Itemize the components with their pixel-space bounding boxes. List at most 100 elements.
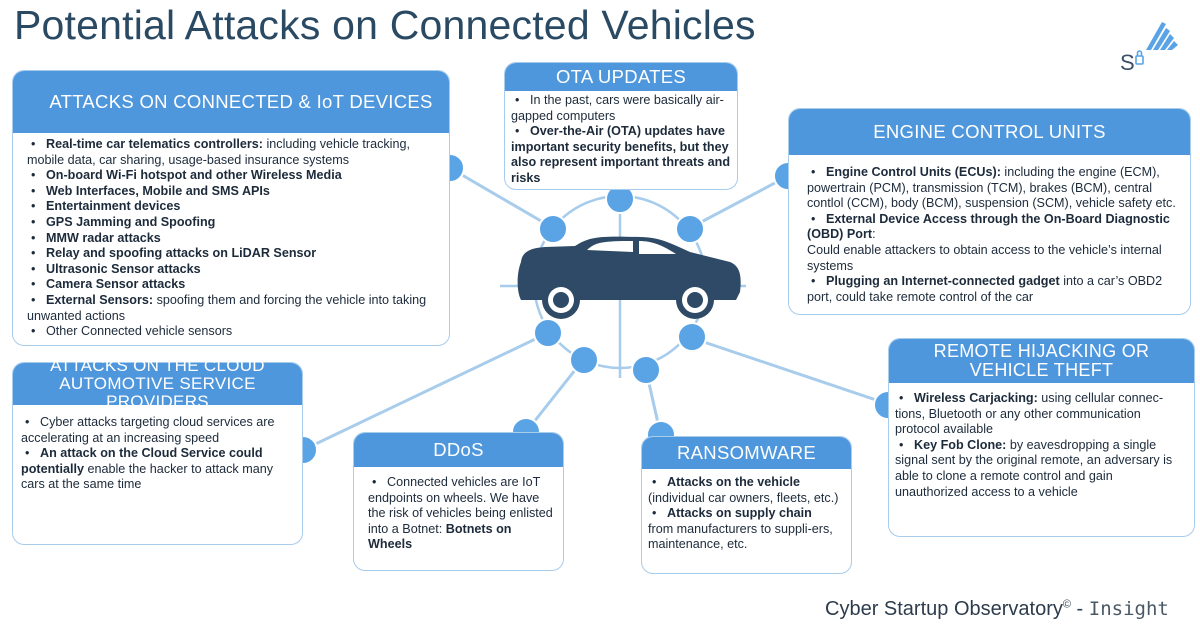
box-heading: RANSOMWARE — [642, 437, 851, 469]
bullet-item: (individual car owners, fleets, etc.) — [648, 491, 845, 507]
bullet-text: In the past, cars were basically air-gap… — [511, 93, 724, 123]
bullet-text: : — [872, 227, 876, 242]
footer-mark: © — [1062, 598, 1071, 611]
logo-text: S — [1120, 50, 1135, 74]
bullet-bold-text: Relay and spoofing attacks on LiDAR Sens… — [46, 246, 317, 261]
bullet-bold-text: Attacks on supply chain — [667, 506, 812, 521]
bullet-item: Web Interfaces, Mobile and SMS APIs — [27, 184, 435, 200]
box-engine-control-units: ENGINE CONTROL UNITS Engine Control Unit… — [788, 108, 1191, 315]
box-body: In the past, cars were basically air-gap… — [505, 91, 737, 187]
bullet-text: using cellular connec-tions, Bluetooth o… — [895, 391, 1164, 437]
bullet-item: from manufacturers to suppli-ers, mainte… — [648, 522, 845, 553]
bullet-item: An attack on the Cloud Service could pot… — [21, 446, 294, 493]
bullet-bold-text: Attacks on the vehicle — [667, 475, 800, 489]
bullet-text: Cyber attacks targeting cloud services a… — [21, 415, 275, 445]
bullet-bold-text: External Device Access through the On-Bo… — [807, 211, 1170, 242]
node-remote-inner — [677, 322, 707, 352]
bullet-item: Key Fob Clone: by eavesdropping a single… — [895, 438, 1186, 500]
bullet-item: Entertainment devices — [27, 199, 435, 215]
bullet-text: including vehicle tracking, mobile data,… — [27, 137, 410, 167]
box-heading: REMOTE HIJACKING OR VEHICLE THEFT — [889, 339, 1194, 383]
bullet-item: External Device Access through the On-Bo… — [807, 212, 1180, 243]
bullet-item: Connected vehicles are IoT endpoints on … — [368, 475, 555, 553]
bullet-bold-text: An attack on the Cloud Service could pot… — [21, 446, 263, 476]
box-body: Cyber attacks targeting cloud services a… — [13, 405, 302, 493]
box-body: Attacks on the vehicle(individual car ow… — [642, 469, 851, 553]
bullet-bold-text: On-board Wi-Fi hotspot and other Wireles… — [46, 168, 342, 183]
box-heading: DDoS — [354, 433, 563, 467]
bullet-text: into a car’s OBD2 port, could take remot… — [807, 274, 1163, 304]
bullet-text: Connected vehicles are IoT endpoints on … — [368, 475, 553, 536]
bullet-item: Over-the-Air (OTA) updates have importan… — [511, 124, 731, 186]
box-heading: ATTACKS ON CONNECTED & IoT DEVICES — [13, 71, 449, 133]
lock-icon — [1135, 55, 1144, 65]
box-remote-hijacking: REMOTE HIJACKING OR VEHICLE THEFT Wirele… — [888, 338, 1195, 537]
box-heading: ENGINE CONTROL UNITS — [789, 109, 1190, 155]
box-connected-iot: ATTACKS ON CONNECTED & IoT DEVICES Real-… — [12, 70, 450, 346]
box-body: Wireless Carjacking: using cellular conn… — [889, 383, 1194, 500]
bullet-text: (individual car owners, fleets, etc.) — [648, 490, 839, 505]
box-ota-updates: OTA UPDATES In the past, cars were basic… — [504, 62, 738, 190]
bullet-bold-text: Ultrasonic Sensor attacks — [46, 261, 201, 276]
bullet-item: External Sensors: spoofing them and forc… — [27, 293, 435, 324]
bullet-item: Camera Sensor attacks — [27, 277, 435, 293]
box-heading: ATTACKS ON THE CLOUD AUTOMOTIVE SERVICE … — [13, 357, 302, 410]
bullet-bold-text: Entertainment devices — [46, 199, 181, 214]
bullet-text: Could enable attackers to obtain access … — [807, 242, 1162, 273]
bullet-text: by eavesdropping a single signal sent by… — [895, 437, 1173, 499]
bullet-item: Wireless Carjacking: using cellular conn… — [895, 391, 1186, 438]
bullet-bold-text: GPS Jamming and Spoofing — [46, 214, 216, 229]
bullet-bold-text: Engine Control Units (ECUs): — [826, 165, 1001, 179]
bullet-item: Ultrasonic Sensor attacks — [27, 262, 435, 278]
bullet-text: including the engine (ECM), powertrain (… — [807, 165, 1176, 211]
bullet-bold-text: Key Fob Clone: — [914, 437, 1007, 452]
bullet-item: GPS Jamming and Spoofing — [27, 215, 435, 231]
bullet-item: Other Connected vehicle sensors — [27, 324, 435, 340]
bullet-text: spoofing them and forcing the vehicle in… — [27, 292, 427, 323]
box-body: Real-time car telematics controllers: in… — [13, 133, 449, 340]
node-cloud-inner — [533, 318, 563, 348]
bullet-bold-text: Wireless Carjacking: — [914, 391, 1038, 405]
bullet-item: Attacks on the vehicle — [648, 475, 845, 491]
page-title: Potential Attacks on Connected Vehicles — [14, 2, 756, 48]
box-body: Engine Control Units (ECUs): including t… — [789, 155, 1190, 305]
bullet-bold-text: Botnets on Wheels — [368, 521, 512, 552]
connector-iot — [449, 166, 554, 230]
bullet-item: Could enable attackers to obtain access … — [807, 243, 1180, 274]
bullet-item: Attacks on supply chain — [648, 506, 845, 522]
bullet-bold-text: Web Interfaces, Mobile and SMS APIs — [46, 183, 270, 198]
bullet-bold-text: Camera Sensor attacks — [46, 277, 186, 292]
bullet-item: MMW radar attacks — [27, 231, 435, 247]
node-ddos-inner — [569, 345, 599, 375]
connector-cloud — [302, 331, 549, 452]
footer-credit: Cyber Startup Observatory© - Insight — [825, 598, 1169, 621]
bullet-text: Other Connected vehicle sensors — [46, 324, 233, 339]
bullet-item: Plugging an Internet-connected gadget in… — [807, 274, 1180, 305]
node-ransom-inner — [631, 355, 661, 385]
bullet-text: enable the hacker to attack many cars at… — [21, 461, 274, 492]
box-heading: OTA UPDATES — [505, 63, 737, 91]
bullet-item: In the past, cars were basically air-gap… — [511, 93, 731, 124]
logo: S — [1120, 22, 1178, 74]
bullet-bold-text: Plugging an Internet-connected gadget — [826, 274, 1060, 289]
footer-brand: Cyber Startup Observatory — [825, 598, 1063, 620]
bullet-bold-text: External Sensors: — [46, 292, 154, 307]
connector-remote — [691, 336, 889, 406]
bullet-item: Real-time car telematics controllers: in… — [27, 137, 435, 168]
bullet-bold-text: Over-the-Air (OTA) updates have importan… — [511, 124, 731, 185]
box-ransomware: RANSOMWARE Attacks on the vehicle(indivi… — [641, 436, 852, 574]
bullet-text: from manufacturers to suppli-ers, mainte… — [648, 521, 833, 552]
box-body: Connected vehicles are IoT endpoints on … — [354, 467, 563, 553]
node-iot-inner — [538, 214, 568, 244]
bullet-item: Engine Control Units (ECUs): including t… — [807, 165, 1180, 212]
bullet-item: Relay and spoofing attacks on LiDAR Sens… — [27, 246, 435, 262]
bullet-item: On-board Wi-Fi hotspot and other Wireles… — [27, 168, 435, 184]
car-icon — [517, 236, 741, 319]
bullet-bold-text: Real-time car telematics controllers: — [46, 137, 263, 151]
box-cloud-providers: ATTACKS ON THE CLOUD AUTOMOTIVE SERVICE … — [12, 357, 303, 545]
footer-dash: - — [1070, 598, 1089, 620]
connector-ecu — [689, 174, 789, 230]
footer-insight: Insight — [1088, 598, 1169, 620]
box-ddos: DDoS Connected vehicles are IoT endpoint… — [353, 432, 564, 571]
bullet-bold-text: MMW radar attacks — [46, 230, 161, 245]
